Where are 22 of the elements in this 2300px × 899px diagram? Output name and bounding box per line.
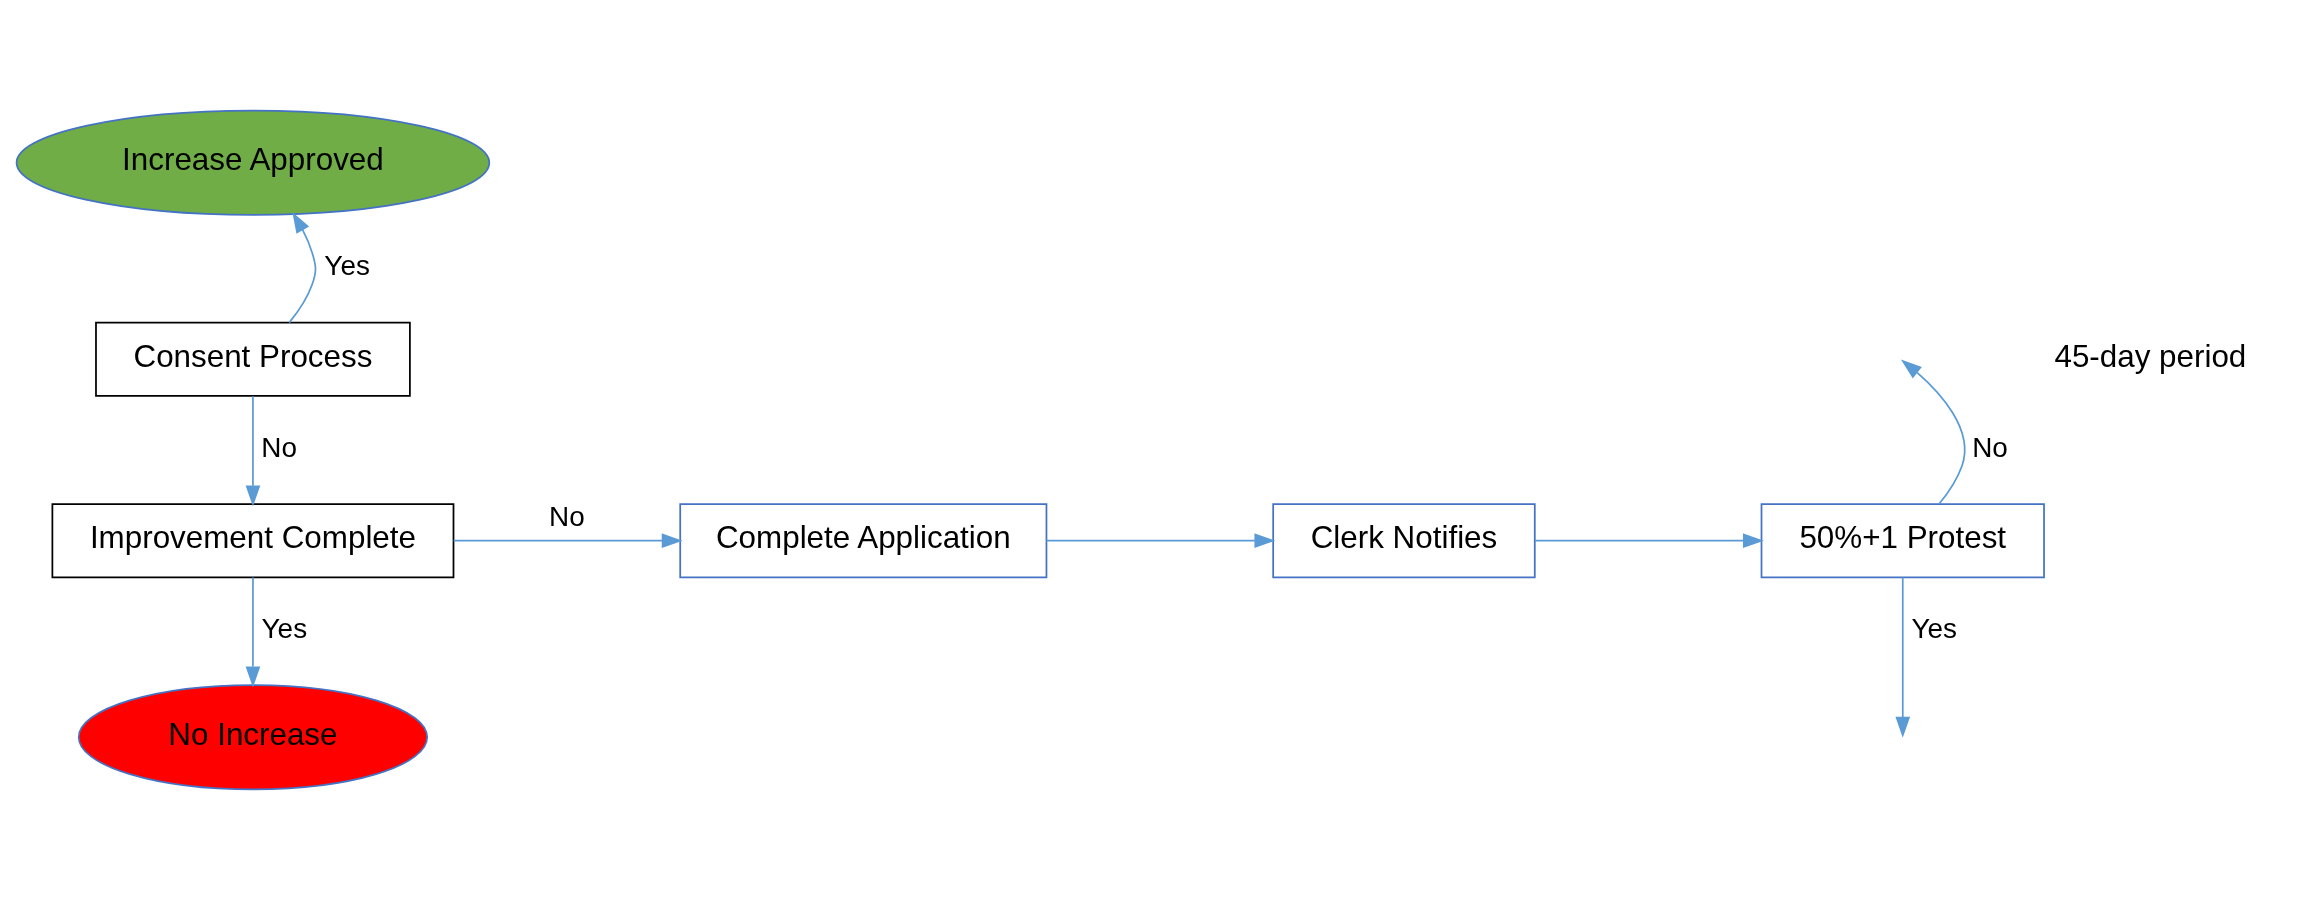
edge-label: Yes <box>261 612 308 644</box>
edge-label: No <box>1972 431 2008 463</box>
node-box: Clerk Notifies <box>1272 502 1536 578</box>
edge-label: Yes <box>1911 612 1957 644</box>
node-box: Improvement Complete <box>51 502 455 578</box>
arrow <box>245 576 261 687</box>
node-ellipse: Increase Approved <box>15 109 491 216</box>
node-box: 50%+1 Protest <box>1760 502 2045 578</box>
arrow <box>1045 532 1276 548</box>
edge-label: Yes <box>324 249 370 281</box>
label: 45-day period <box>2054 338 2247 374</box>
arrow <box>245 394 261 506</box>
node-ellipse: No Increase <box>77 683 429 790</box>
edge-label: No <box>261 431 297 463</box>
arrow <box>452 532 683 548</box>
arrow <box>1534 532 1764 548</box>
node-box: Consent Process <box>95 321 411 397</box>
arrow <box>1900 359 1966 505</box>
arrow <box>288 211 317 323</box>
edge-label: No <box>549 500 585 532</box>
node-box: Complete Application <box>679 502 1048 578</box>
arrow <box>1895 576 1911 738</box>
